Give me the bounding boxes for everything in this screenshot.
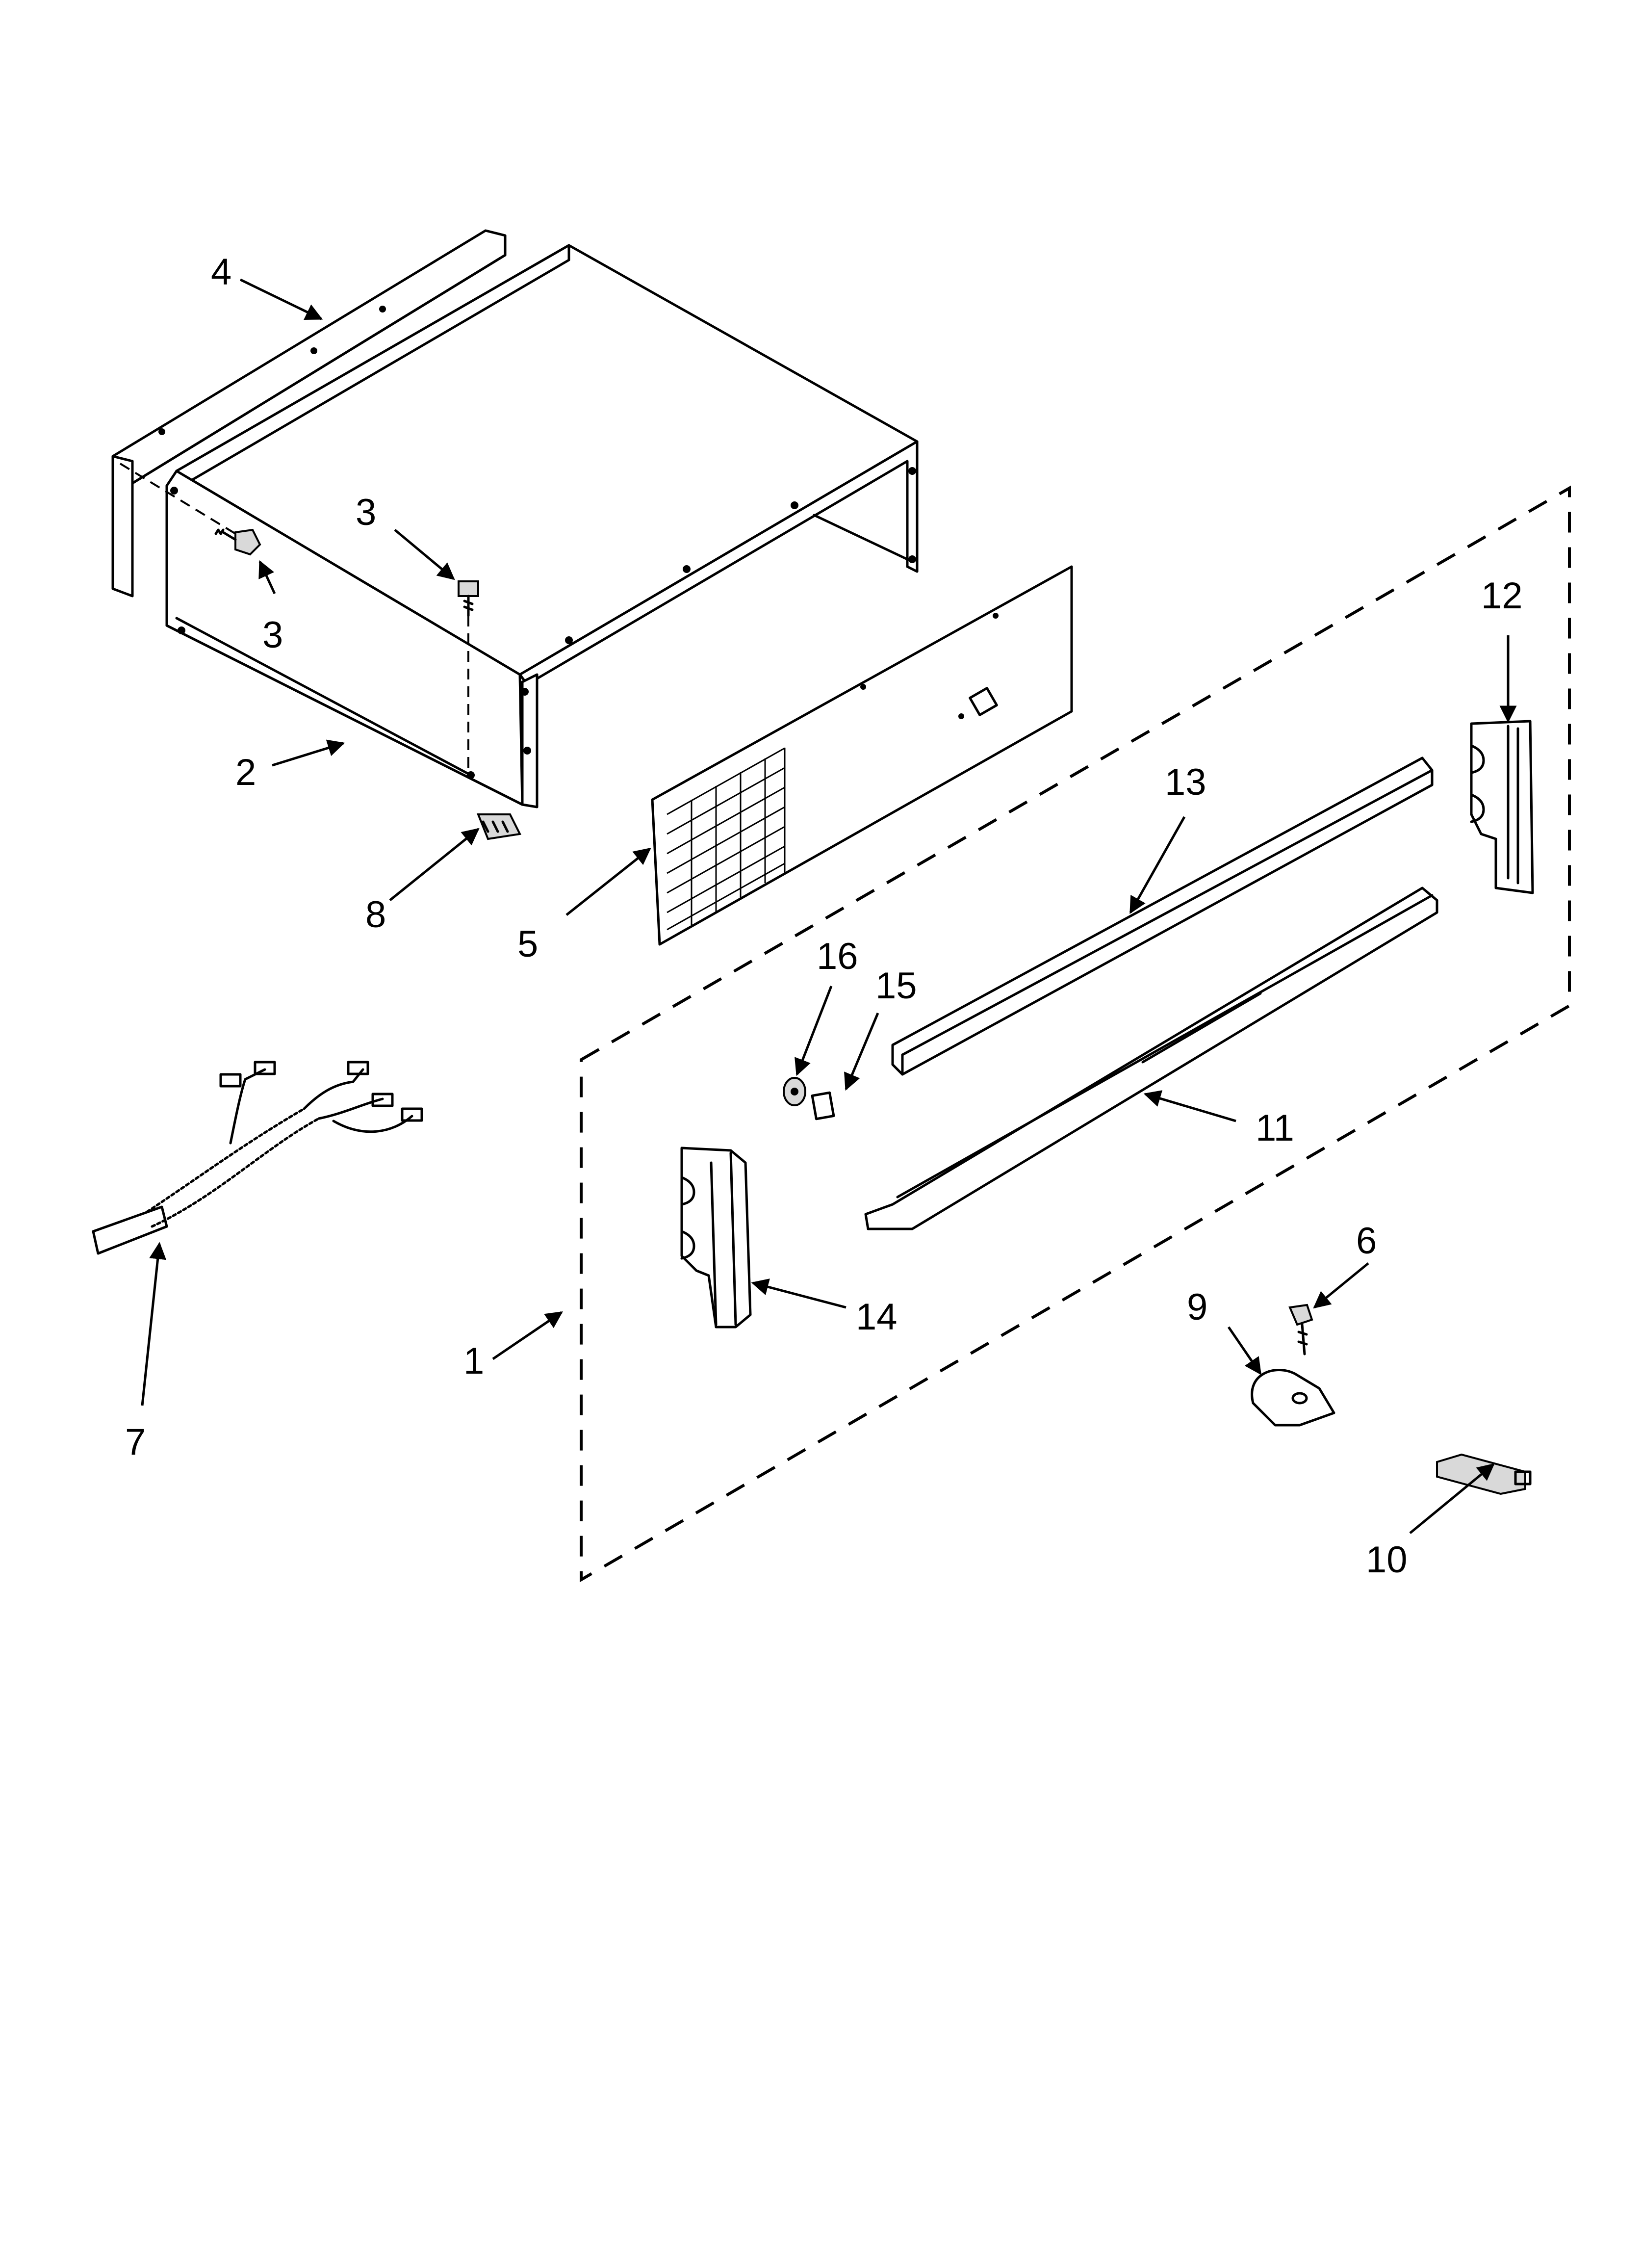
part-8-clip <box>477 813 522 840</box>
callout-11: 11 <box>1256 1107 1294 1149</box>
callout-4: 4 <box>211 251 231 293</box>
callout-5: 5 <box>517 923 538 965</box>
part-5-grille-panel <box>651 565 1073 946</box>
part-4-rear-rail <box>111 229 507 598</box>
callout-13: 13 <box>1165 761 1206 803</box>
part-3-screw-top <box>458 580 479 617</box>
callout-3-upper: 3 <box>356 492 376 533</box>
callout-7: 7 <box>125 1421 146 1463</box>
part-9-clamp <box>1251 1369 1335 1427</box>
part-15-pin <box>811 1091 835 1121</box>
part-13-upper-rail <box>891 756 1434 1076</box>
part-2-cabinet-shell <box>119 244 919 808</box>
callout-labels: 4 3 3 2 8 5 12 13 16 15 11 14 1 7 6 9 10 <box>125 251 1523 1581</box>
callout-16: 16 <box>817 936 858 977</box>
callout-6: 6 <box>1356 1220 1377 1262</box>
callout-9: 9 <box>1187 1286 1207 1328</box>
callout-12: 12 <box>1481 575 1523 617</box>
callout-3-lower: 3 <box>262 614 283 656</box>
callout-15: 15 <box>875 965 917 1007</box>
part-7-wire-harness <box>92 1061 423 1255</box>
part-11-lower-rail <box>864 886 1438 1230</box>
part-10-bracket <box>1436 1453 1532 1495</box>
callout-10: 10 <box>1366 1539 1408 1581</box>
part-14-left-bracket <box>680 1147 752 1329</box>
callout-14: 14 <box>856 1296 898 1338</box>
callout-1: 1 <box>463 1340 484 1382</box>
part-3-screw-left <box>214 528 261 556</box>
part-16-washer <box>783 1077 806 1106</box>
part-6-screw <box>1288 1303 1313 1356</box>
part-1-kit-boundary <box>580 485 1571 1583</box>
part-12-right-bracket <box>1470 720 1534 894</box>
callout-2: 2 <box>235 752 256 793</box>
leader-lines <box>141 278 1517 1534</box>
callout-8: 8 <box>365 894 386 936</box>
